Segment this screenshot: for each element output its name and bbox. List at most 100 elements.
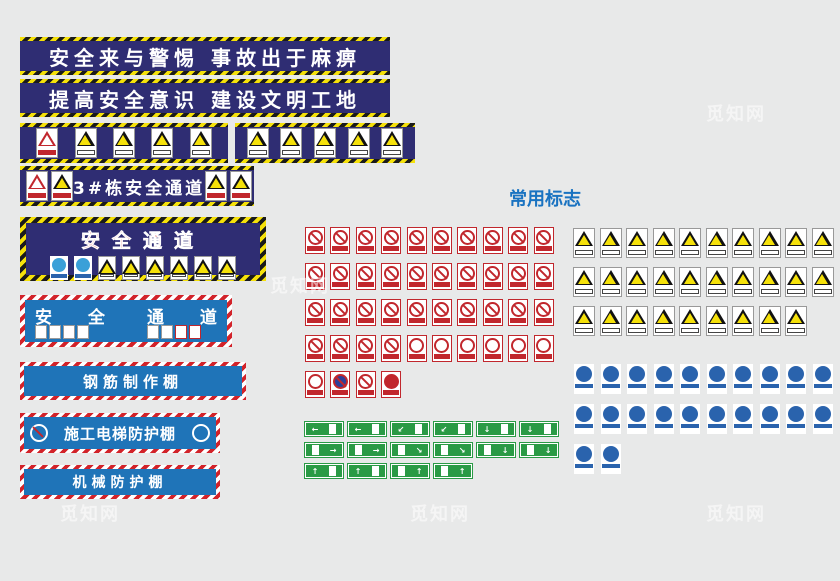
warning-sign (652, 228, 675, 258)
warning-triangle-icon (349, 131, 368, 146)
warning-sign (785, 306, 807, 336)
exit-sign: ↘ (433, 442, 473, 458)
safety-passage-navy-banner: 安全通道 (20, 217, 266, 281)
slogan-banner-2: 提高安全意识 建设文明工地 (20, 79, 390, 117)
exit-signs-grid: ← ← ↙ ↙ ↓ ↓ → → ↘ ↘ ↓ ↓ ↑ ↑ ↑ ↑ (304, 421, 559, 479)
prohibition-sign (431, 335, 452, 362)
mandatory-sign (74, 256, 92, 280)
mandatory-blue-circle-icon (602, 446, 619, 462)
arrow-up-icon: ↑ (458, 466, 466, 476)
running-man-icon (440, 466, 448, 476)
warning-strip-banner-b (235, 123, 415, 163)
warning-triangle-icon (153, 131, 172, 146)
mandatory-blue-circle-icon (655, 406, 672, 422)
arrow-down-icon: ↓ (483, 424, 491, 434)
warning-sign (230, 171, 253, 201)
running-man-icon (372, 424, 380, 434)
warning-triangle-icon (28, 174, 46, 189)
prohibition-sign (381, 299, 402, 326)
section-title: 常用标志 (509, 189, 581, 210)
warning-triangle-icon (53, 174, 71, 189)
mandatory-blue-circle-icon (814, 406, 831, 422)
exit-sign: ↓ (519, 421, 559, 437)
prohibition-sign (533, 263, 554, 290)
mandatory-sign (733, 404, 753, 434)
exit-sign: ← (347, 421, 387, 437)
prohibition-sign (508, 299, 529, 326)
warning-sign (652, 306, 675, 336)
prohibition-sign (406, 335, 427, 362)
warning-strip-banner-a (20, 123, 228, 163)
arrow-down-right-icon: ↘ (458, 445, 466, 455)
prohibition-sign-icon (332, 230, 348, 245)
warning-sign (147, 325, 159, 339)
warning-triangle-icon (760, 309, 779, 324)
mandatory-blue-circle-icon (629, 406, 645, 422)
arrow-right-icon: → (329, 445, 337, 455)
prohibition-sign-icon (434, 266, 450, 281)
exit-sign: → (304, 442, 344, 458)
arrow-left-icon: ← (354, 424, 362, 434)
warning-sign (599, 306, 622, 336)
warning-sign (77, 325, 89, 339)
warning-triangle-icon (601, 270, 620, 285)
prohibition-sign (305, 227, 325, 254)
prohibition-sign (406, 263, 427, 290)
mandatory-blue-circle-icon (682, 366, 698, 382)
prohibition-sign-icon (307, 266, 323, 281)
no-turn-icon (510, 338, 526, 353)
warning-triangle-icon (734, 309, 752, 324)
running-man-icon (501, 424, 509, 434)
warning-sign (170, 256, 188, 280)
warning-sign (161, 325, 173, 339)
warning-triangle-icon (734, 231, 752, 246)
arrow-down-left-icon: ↙ (440, 424, 448, 434)
prohibition-sign (457, 335, 478, 362)
warning-sign (705, 228, 728, 258)
warning-sign (732, 228, 754, 258)
mandatory-sign (627, 404, 647, 434)
prohibition-sign-icon (383, 266, 399, 281)
prohibition-sign-icon (358, 338, 374, 353)
warning-triangle-icon (575, 270, 593, 285)
prohibition-sign-icon (358, 230, 374, 245)
mandatory-sign (600, 404, 621, 434)
mandatory-blue-circle-icon (76, 258, 90, 272)
running-man-icon (329, 466, 337, 476)
warning-sign (189, 128, 212, 158)
rebar-shed-title: 钢筋制作棚 (24, 366, 242, 396)
slogan-text-2: 提高安全意识 建设文明工地 (20, 83, 390, 113)
prohibition-sign-icon (510, 302, 526, 317)
prohibition-sign (189, 325, 201, 339)
warning-triangle-icon (218, 259, 236, 274)
warning-triangle-icon (628, 270, 646, 285)
prohibition-sign-icon (485, 266, 501, 281)
prohibition-signs-grid (305, 227, 554, 398)
prohibition-sign-icon (536, 266, 552, 281)
warning-sign (51, 171, 73, 201)
helmet-icon (191, 424, 210, 442)
warning-triangle-icon (114, 131, 133, 146)
prohibition-sign-icon (332, 302, 348, 317)
warning-sign (732, 267, 754, 297)
mandatory-blue-circle-icon (761, 366, 778, 382)
warning-triangle-icon (146, 259, 164, 274)
slogan-text-1: 安全来与警惕 事故出于麻痹 (20, 41, 390, 71)
prohibition-sign-icon (459, 266, 475, 281)
arrow-down-right-icon: ↘ (415, 445, 423, 455)
mandatory-blue-circle-icon (761, 406, 778, 422)
mandatory-blue-circle-icon (788, 366, 804, 382)
warning-triangle-icon (98, 259, 116, 274)
prohibition-sign-icon (536, 230, 552, 245)
running-man-icon (483, 445, 491, 455)
prohibition-sign (305, 371, 325, 398)
prohibition-sign (355, 335, 376, 362)
exit-sign: ← (304, 421, 344, 437)
prohibition-sign (482, 299, 503, 326)
mandatory-sign (627, 364, 647, 394)
warning-sign (49, 325, 61, 339)
watermark: 觅知网 (270, 276, 330, 297)
watermark: 觅知网 (410, 504, 470, 525)
warning-sign (626, 267, 648, 297)
arrow-right-icon: → (372, 445, 380, 455)
